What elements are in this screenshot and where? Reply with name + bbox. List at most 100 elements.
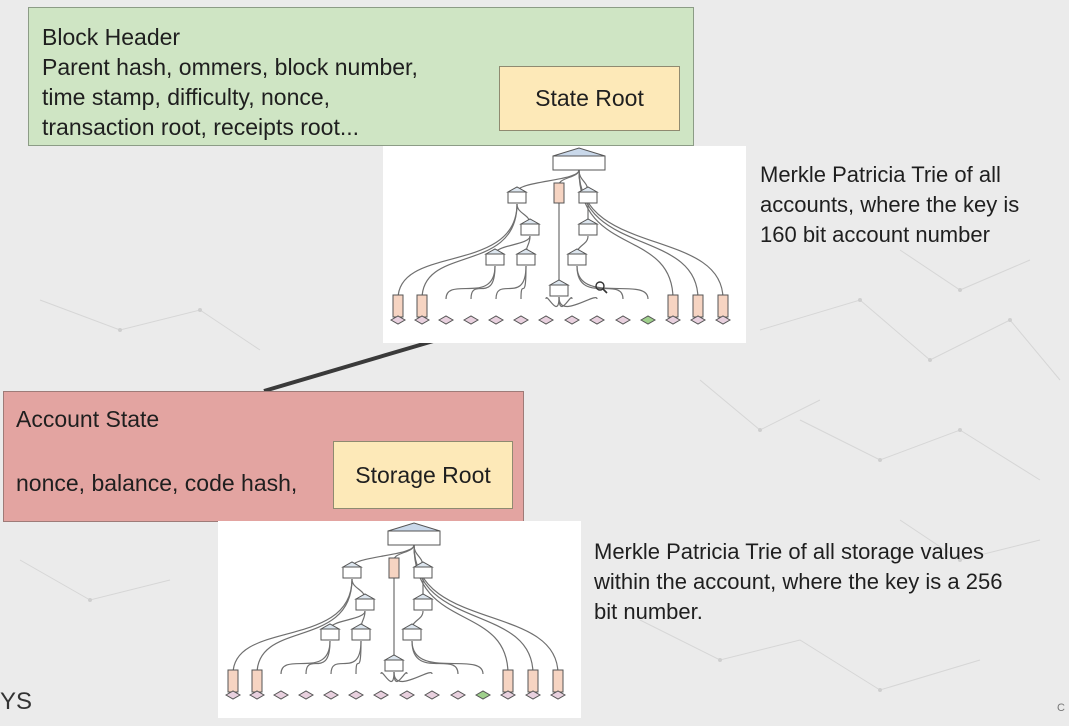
storage-trie-branch-node-2 xyxy=(355,598,375,611)
accounts-caption-line-1: Merkle Patricia Trie of all xyxy=(760,162,1001,187)
accounts-trie-leaf-value-11 xyxy=(664,315,682,325)
block-header-line-1: Parent hash, ommers, block number, xyxy=(42,54,418,80)
accounts-trie-leaf-node-12 xyxy=(692,294,704,318)
accounts-trie-leaf-edge-8 xyxy=(558,296,598,308)
storage-trie-leaf-node-11 xyxy=(502,669,514,693)
accounts-trie-leaf-edge-1 xyxy=(421,203,518,300)
storage-trie-leaf-value-2 xyxy=(272,690,290,700)
storage-trie-branch-node-1 xyxy=(413,566,433,579)
accounts-trie-branch-node-1 xyxy=(578,191,598,204)
accounts-trie-leaf-value-1 xyxy=(413,315,431,325)
storage-trie-leaf-edge-0 xyxy=(232,578,353,675)
accounts-trie-leaf-node-11 xyxy=(667,294,679,318)
storage-trie-svg xyxy=(224,522,567,700)
storage-trie-leaf-node-0 xyxy=(227,669,239,693)
storage-trie-leaf-edge-3 xyxy=(305,640,331,675)
storage-trie-leaf-value-4 xyxy=(322,690,340,700)
corner-fragment: C xyxy=(1057,702,1065,714)
accounts-trie-branch-cap-0 xyxy=(506,186,528,193)
accounts-trie-leaf-edge-3 xyxy=(470,265,496,300)
storage-trie-diagram xyxy=(218,521,581,718)
storage-trie-leaf-node-1 xyxy=(251,669,263,693)
storage-trie-leaf-value-3 xyxy=(297,690,315,700)
accounts-trie-extension-node xyxy=(553,182,565,204)
storage-trie-leaf-edge-6 xyxy=(380,671,395,683)
accounts-trie-branch-cap-7 xyxy=(548,279,570,286)
block-header-line-3: transaction root, receipts root... xyxy=(42,114,360,140)
storage-trie-branch-node-5 xyxy=(351,628,371,641)
storage-trie-branch-cap-0 xyxy=(341,561,363,568)
block-header-title: Block Header xyxy=(42,24,181,50)
storage-trie-leaf-value-10 xyxy=(474,690,492,700)
storage-trie-branch-node-4 xyxy=(320,628,340,641)
storage-caption-line-1: Merkle Patricia Trie of all storage valu… xyxy=(594,539,985,564)
logo-fragment: YS xyxy=(0,688,33,715)
storage-trie-branch-node-3 xyxy=(413,598,433,611)
storage-trie-branch-cap-1 xyxy=(412,561,434,568)
state-root-box: State Root xyxy=(499,66,680,131)
storage-trie-leaf-value-1 xyxy=(248,690,266,700)
storage-trie-branch-node-7 xyxy=(384,659,404,672)
accounts-trie-leaf-edge-5 xyxy=(520,265,527,300)
accounts-trie-branch-cap-3 xyxy=(577,218,599,225)
accounts-trie-branch-cap-6 xyxy=(566,248,588,255)
storage-trie-leaf-edge-5 xyxy=(355,640,362,675)
block-header-line-2: time stamp, difficulty, nonce, xyxy=(42,84,331,110)
accounts-trie-svg xyxy=(389,147,732,325)
accounts-trie-branch-cap-4 xyxy=(484,248,506,255)
accounts-trie-leaf-value-12 xyxy=(689,315,707,325)
account-state-fields: nonce, balance, code hash, xyxy=(16,470,298,496)
accounts-trie-leaf-node-1 xyxy=(416,294,428,318)
accounts-trie-leaf-value-6 xyxy=(537,315,555,325)
block-header-box: Block Header Parent hash, ommers, block … xyxy=(28,7,694,146)
accounts-trie-root-cap xyxy=(552,147,606,157)
storage-trie-leaf-edge-13 xyxy=(413,544,559,675)
storage-trie-branch-cap-5 xyxy=(350,623,372,630)
storage-trie-root-node xyxy=(387,530,441,546)
accounts-trie-branch-cap-2 xyxy=(519,218,541,225)
storage-trie-leaf-node-13 xyxy=(552,669,564,693)
storage-trie-leaf-value-5 xyxy=(347,690,365,700)
storage-trie-branch-cap-3 xyxy=(412,593,434,600)
accounts-trie-leaf-value-8 xyxy=(588,315,606,325)
storage-trie-branch-node-0 xyxy=(342,566,362,579)
accounts-trie-branch-cap-5 xyxy=(515,248,537,255)
storage-trie-branch-cap-4 xyxy=(319,623,341,630)
storage-caption-line-2: within the account, where the key is a 2… xyxy=(594,569,1003,594)
cursor-icon xyxy=(595,281,608,294)
accounts-trie-branch-node-4 xyxy=(485,253,505,266)
storage-trie-leaf-value-13 xyxy=(549,690,567,700)
accounts-trie-leaf-value-2 xyxy=(437,315,455,325)
accounts-trie-leaf-edge-6 xyxy=(545,296,560,308)
accounts-trie-branch-node-2 xyxy=(520,223,540,236)
accounts-trie-leaf-value-10 xyxy=(639,315,657,325)
storage-trie-leaf-value-0 xyxy=(224,690,242,700)
accounts-trie-diagram xyxy=(383,146,746,343)
accounts-trie-leaf-value-7 xyxy=(563,315,581,325)
accounts-trie-branch-node-0 xyxy=(507,191,527,204)
storage-trie-leaf-value-12 xyxy=(524,690,542,700)
account-state-title: Account State xyxy=(16,406,160,432)
storage-trie-leaf-value-6 xyxy=(372,690,390,700)
accounts-trie-caption: Merkle Patricia Trie of all accounts, wh… xyxy=(760,160,1019,250)
accounts-trie-branch-node-5 xyxy=(516,253,536,266)
storage-trie-branch-cap-2 xyxy=(354,593,376,600)
storage-trie-root-cap xyxy=(387,522,441,532)
storage-trie-leaf-value-7 xyxy=(398,690,416,700)
accounts-trie-leaf-value-4 xyxy=(487,315,505,325)
accounts-trie-leaf-node-13 xyxy=(717,294,729,318)
storage-trie-extension-node xyxy=(388,557,400,579)
storage-trie-leaf-value-9 xyxy=(449,690,467,700)
accounts-trie-leaf-value-0 xyxy=(389,315,407,325)
storage-trie-leaf-edge-7 xyxy=(393,671,408,683)
storage-trie-caption: Merkle Patricia Trie of all storage valu… xyxy=(594,537,1002,627)
accounts-trie-branch-node-3 xyxy=(578,223,598,236)
accounts-trie-leaf-value-13 xyxy=(714,315,732,325)
storage-trie-leaf-edge-10 xyxy=(411,640,484,675)
accounts-trie-leaf-edge-2 xyxy=(445,265,496,300)
storage-trie-leaf-edge-2 xyxy=(280,640,331,675)
accounts-caption-line-3: 160 bit account number xyxy=(760,222,990,247)
accounts-trie-leaf-value-3 xyxy=(462,315,480,325)
storage-trie-leaf-value-11 xyxy=(499,690,517,700)
